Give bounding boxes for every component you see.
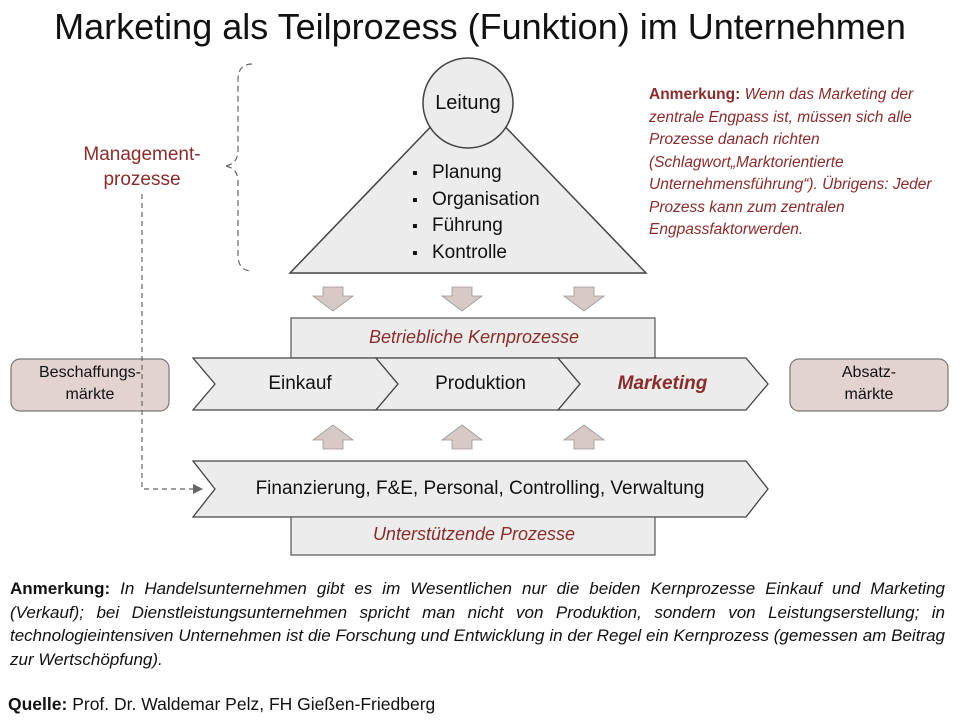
source-text: Prof. Dr. Waldemar Pelz, FH Gießen-Fried… — [67, 694, 436, 714]
market-right: Absatz- märkte — [841, 364, 897, 403]
process-marketing: Marketing — [617, 373, 708, 394]
leitung-label: Leitung — [435, 92, 501, 114]
task-item: Planung — [412, 160, 540, 187]
note-bottom-text: In Handelsunternehmen gibt es im Wesentl… — [10, 579, 945, 669]
management-label-text: Management- prozesse — [83, 144, 201, 190]
market-left: Beschaffungs- märkte — [39, 364, 141, 403]
support-processes-text: Finanzierung, F&E, Personal, Controlling… — [255, 478, 705, 499]
arrow-up-1 — [311, 424, 355, 450]
market-box-left — [10, 358, 170, 412]
source-line: Quelle: Prof. Dr. Waldemar Pelz, FH Gieß… — [8, 694, 435, 715]
process-einkauf: Einkauf — [268, 373, 332, 394]
arrow-down-3 — [562, 286, 606, 312]
chevron-marketing — [556, 357, 769, 411]
note-bottom: Anmerkung: In Handelsunternehmen gibt es… — [10, 577, 945, 671]
core-processes-label: Betriebliche Kernprozesse — [368, 327, 580, 347]
arrow-down-2 — [440, 286, 484, 312]
management-processes-label: Management- prozesse — [52, 142, 232, 192]
page-title: Marketing als Teilprozess (Funktion) im … — [54, 6, 906, 47]
leitung-circle — [422, 57, 514, 149]
task-item: Organisation — [412, 187, 540, 214]
process-produktion: Produktion — [435, 373, 526, 394]
dashed-connector — [141, 194, 196, 490]
arrow-down-1 — [311, 286, 355, 312]
note-top: Anmerkung: Wenn das Marketing der zentra… — [649, 84, 949, 242]
support-processes-label: Unterstützende Prozesse — [372, 524, 576, 544]
note-bottom-label: Anmerkung: — [10, 579, 111, 598]
arrow-up-2 — [440, 424, 484, 450]
arrow-up-3 — [562, 424, 606, 450]
task-item: Führung — [412, 213, 540, 240]
support-processes-box — [290, 516, 656, 556]
management-brace — [223, 63, 253, 272]
support-chevron — [191, 460, 769, 518]
note-top-label: Anmerkung: — [649, 86, 741, 103]
source-label: Quelle: — [8, 694, 68, 714]
core-processes-box — [290, 317, 656, 359]
note-top-text: Wenn das Marketing der zentrale Engpass … — [649, 86, 932, 238]
task-item: Kontrolle — [412, 240, 540, 267]
market-box-right — [789, 358, 949, 412]
dashed-connector-arrowhead — [193, 484, 203, 494]
management-task-list: Planung Organisation Führung Kontrolle — [412, 160, 540, 266]
